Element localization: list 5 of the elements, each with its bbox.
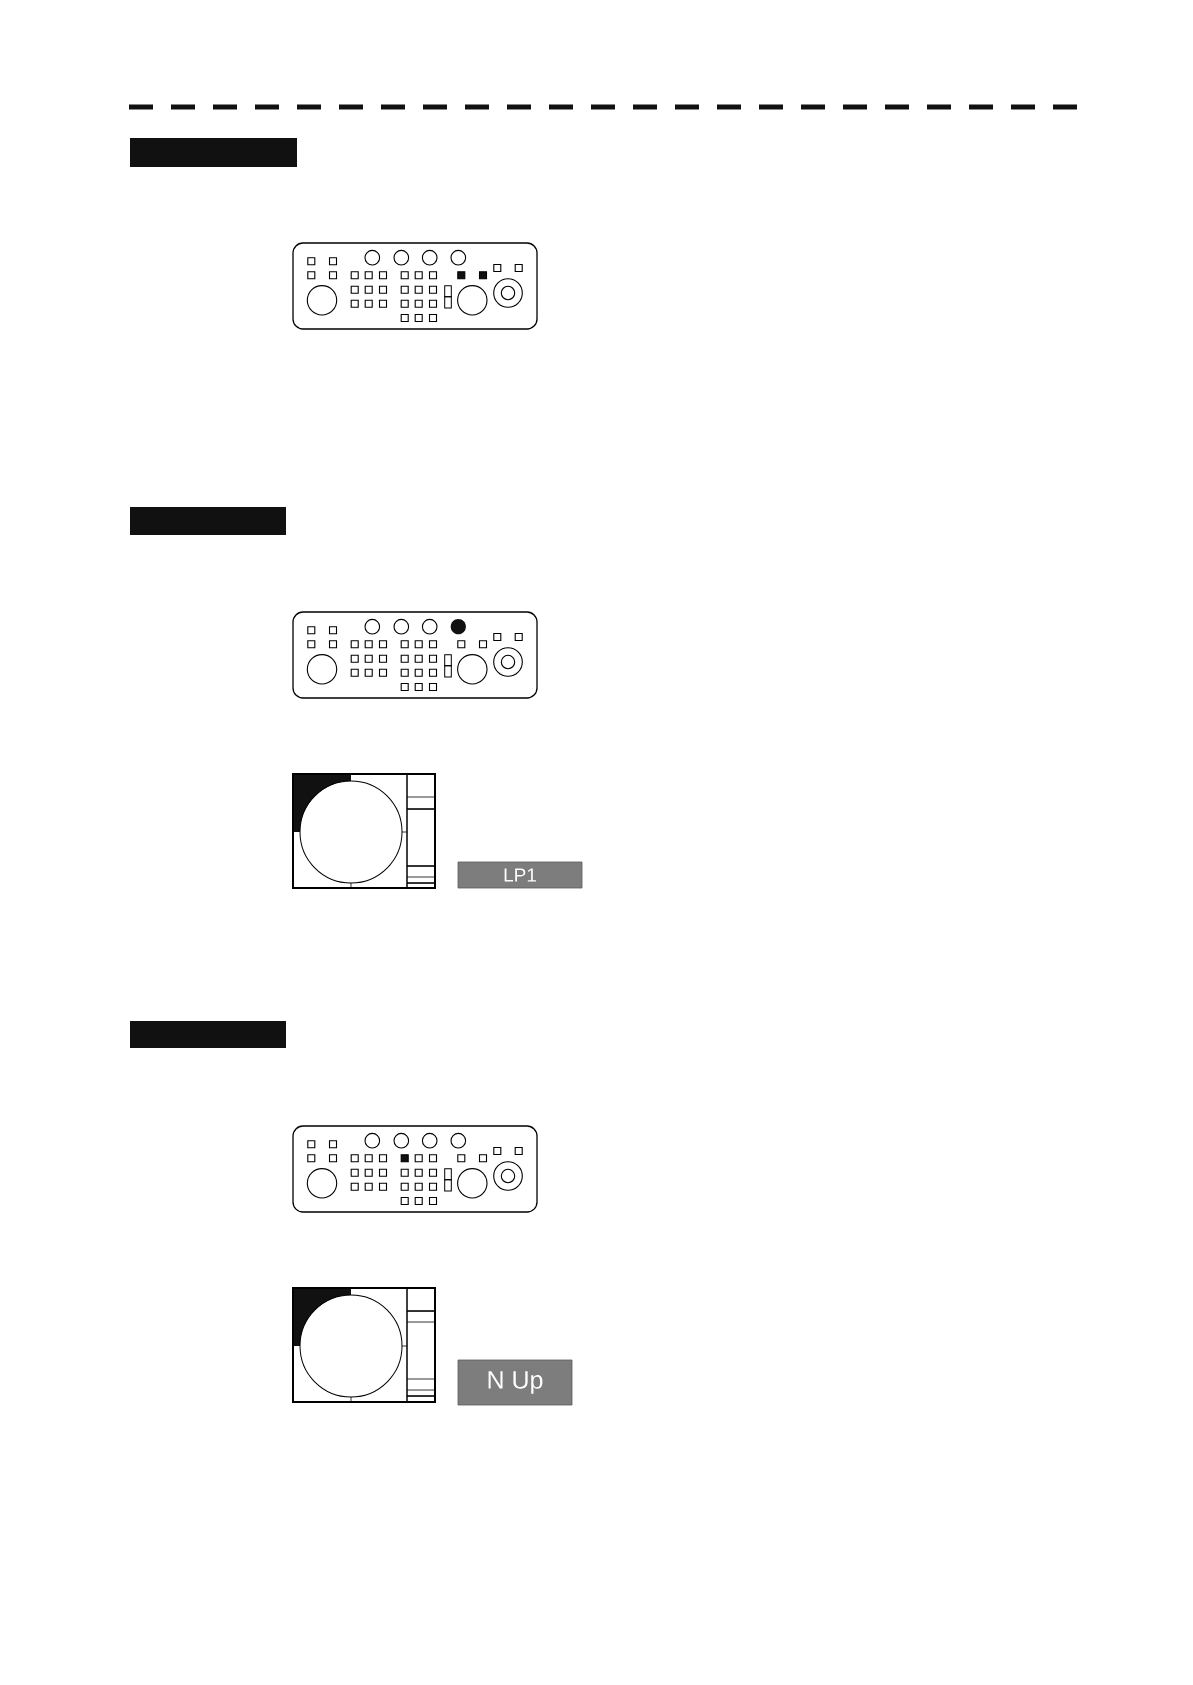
heading-bar [130,1021,286,1048]
heading-bar [130,138,297,167]
mode-indicator: LP1 [457,861,583,889]
heading-bar [130,507,286,535]
mode-indicator: N Up [457,1359,573,1406]
